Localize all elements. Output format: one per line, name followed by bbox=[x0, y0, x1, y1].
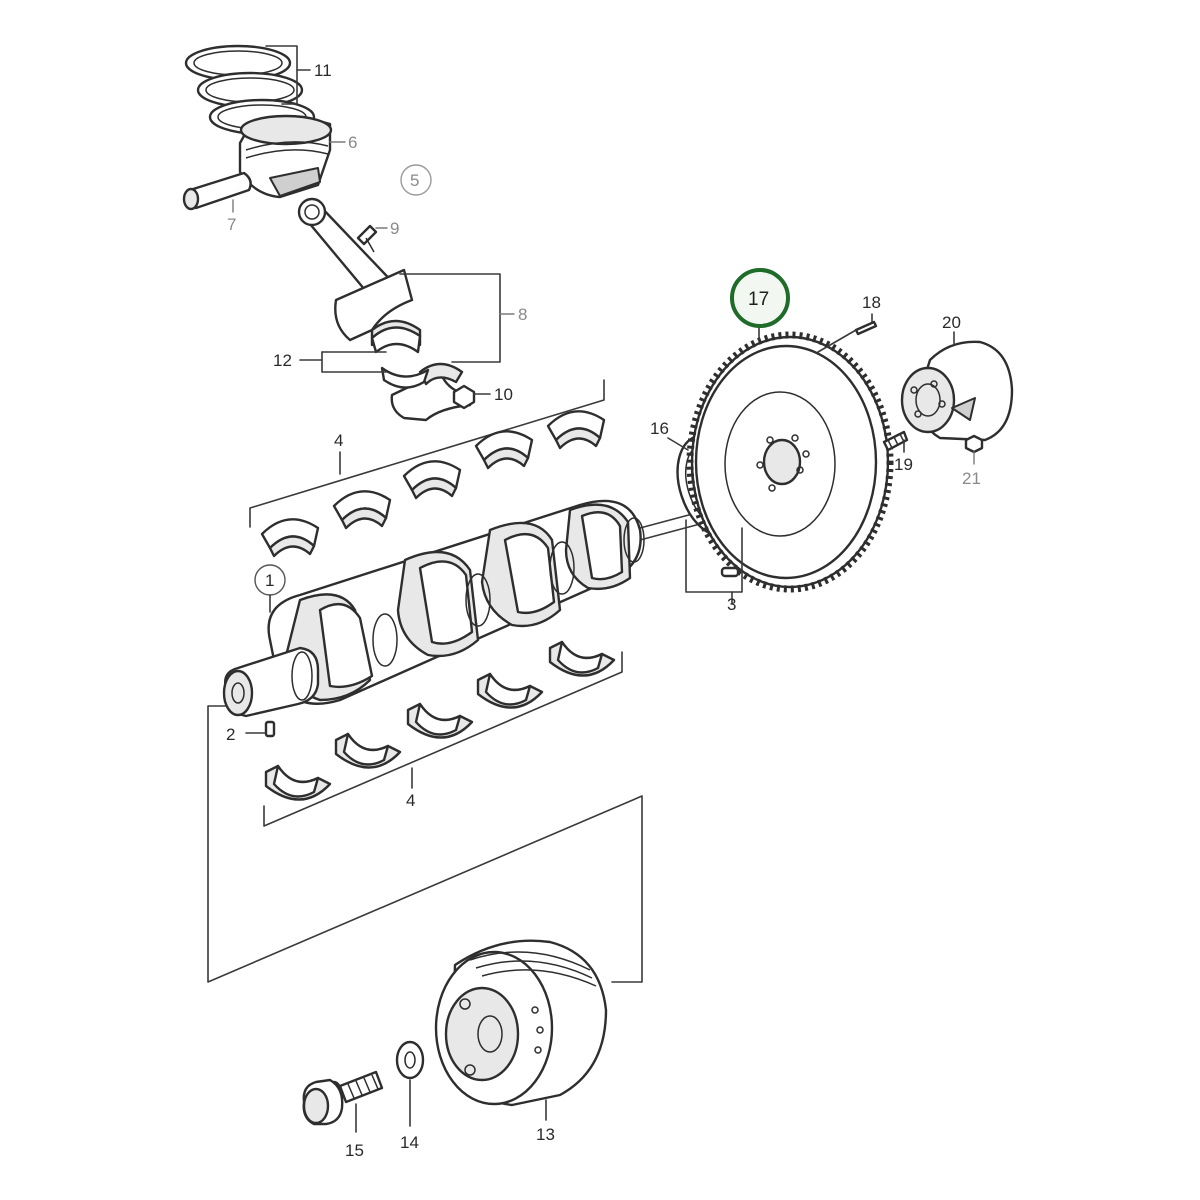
callout-15: 15 bbox=[345, 1141, 364, 1160]
callout-4-upper: 4 bbox=[334, 431, 343, 450]
upper-main-bearing-shells[interactable] bbox=[260, 410, 606, 558]
crankshaft[interactable] bbox=[222, 499, 701, 718]
rod-nut[interactable] bbox=[452, 384, 476, 410]
pulley-bolt[interactable] bbox=[302, 1070, 384, 1126]
housing-nut[interactable] bbox=[964, 434, 984, 454]
stud-bolt[interactable] bbox=[882, 430, 909, 452]
callout-1-badge: 1 bbox=[254, 564, 286, 596]
piston-pin[interactable] bbox=[182, 171, 252, 211]
callout-10: 10 bbox=[494, 385, 513, 404]
callout-21: 21 bbox=[962, 469, 981, 488]
pulley-washer[interactable] bbox=[395, 1040, 425, 1080]
callout-5-badge: 5 bbox=[400, 164, 432, 196]
callout-11: 11 bbox=[314, 61, 332, 80]
rod-cap[interactable] bbox=[390, 362, 472, 422]
callout-19: 19 bbox=[894, 455, 913, 474]
pilot-bearing-housing[interactable] bbox=[900, 340, 1014, 442]
callout-6: 6 bbox=[348, 133, 357, 152]
callout-13: 13 bbox=[536, 1125, 555, 1144]
callout-4-lower: 4 bbox=[406, 791, 415, 810]
lower-main-bearing-shells[interactable] bbox=[264, 640, 616, 801]
callout-8: 8 bbox=[518, 305, 527, 324]
callout-5: 5 bbox=[410, 171, 419, 190]
rod-bolt[interactable] bbox=[356, 224, 378, 253]
callout-12: 12 bbox=[273, 351, 292, 370]
callout-16: 16 bbox=[650, 419, 669, 438]
rod-bearing-shells[interactable] bbox=[370, 326, 430, 389]
callout-2: 2 bbox=[226, 725, 235, 744]
callout-9: 9 bbox=[390, 219, 399, 238]
callout-18: 18 bbox=[862, 293, 881, 312]
connecting-rod[interactable] bbox=[297, 197, 422, 347]
flywheel-dowel[interactable] bbox=[720, 566, 740, 578]
callout-1: 1 bbox=[265, 571, 274, 590]
callout-17: 17 bbox=[748, 289, 769, 310]
callout-20: 20 bbox=[942, 313, 961, 332]
callout-3: 3 bbox=[727, 595, 736, 614]
crankshaft-pulley[interactable] bbox=[434, 939, 608, 1107]
callout-17-highlight[interactable]: 17 bbox=[730, 268, 790, 328]
flywheel[interactable] bbox=[686, 331, 894, 593]
dowel-pin[interactable] bbox=[854, 320, 878, 336]
woodruff-key[interactable] bbox=[264, 720, 276, 738]
callout-14: 14 bbox=[400, 1133, 419, 1152]
piston[interactable] bbox=[238, 114, 333, 199]
callout-7: 7 bbox=[227, 215, 236, 234]
